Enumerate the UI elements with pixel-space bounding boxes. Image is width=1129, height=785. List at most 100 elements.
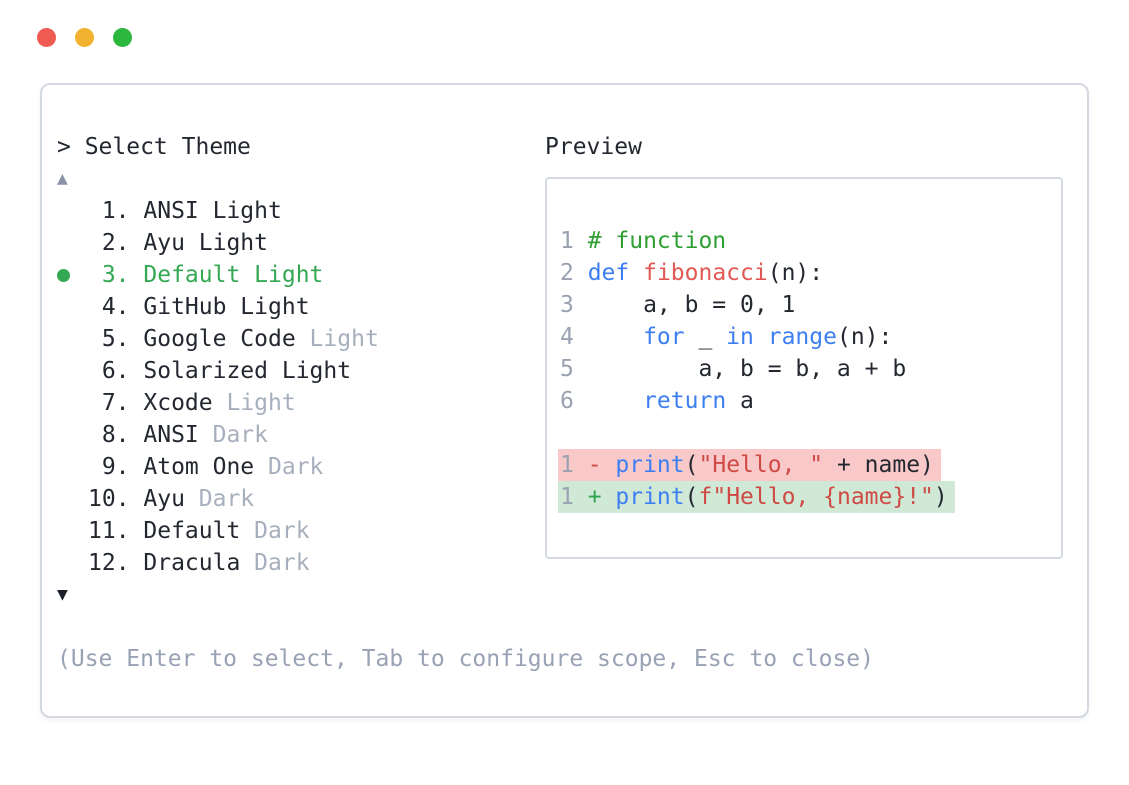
code-line-content (558, 417, 595, 449)
screen: > Select Theme ▲ 1.ANSI Light 2. Ayu Light… (0, 28, 1129, 718)
code-token-keyword: def (587, 260, 630, 286)
code-token-plain (754, 321, 768, 353)
code-line: 3 a, b = 0, 1 (560, 289, 1061, 321)
theme-item-number: 7. (101, 390, 130, 416)
theme-item-number: 3. (101, 262, 130, 288)
code-line-content: 4 for _ in range(n): (558, 321, 899, 353)
theme-list-item[interactable]: 5. Google Code Light (57, 323, 1087, 355)
line-number: 5 (560, 356, 574, 382)
theme-item-label: Xcode Light (143, 390, 296, 416)
code-token-plain: a, b = 0, 1 (587, 292, 796, 318)
theme-item-label: ANSI Dark (143, 422, 269, 448)
theme-list: 1.ANSI Light 2. Ayu Light 3. Default Light 4.… (57, 195, 1087, 579)
green-dot-icon (57, 268, 70, 282)
theme-list-item[interactable]: 10. Ayu Dark (57, 483, 1087, 515)
theme-selector-panel: > Select Theme ▲ 1.ANSI Light 2. Ayu Light… (40, 83, 1089, 718)
theme-item-number: 6. (101, 358, 130, 384)
theme-item-label: Default Light (143, 262, 324, 288)
code-line: 6 return a (560, 385, 1061, 417)
code-line: 5 a, b = b, a + b (560, 353, 1061, 385)
theme-list-item[interactable]: 11. Default Dark (57, 515, 1087, 547)
diff-del-line: 1- print("Hello, " + name) (558, 449, 941, 481)
theme-list-item[interactable]: 8. ANSI Dark (57, 419, 1087, 451)
code-token-plain: a (726, 388, 754, 414)
code-token-add: + (587, 484, 616, 510)
code-token-keyword: range (767, 324, 837, 350)
theme-item-label: Default Dark (143, 518, 310, 544)
theme-item-variant-label: Dark (240, 550, 310, 576)
line-number: 2 (560, 260, 574, 286)
code-token-comment: # function (587, 228, 727, 254)
code-line: 1 # function (560, 225, 1061, 257)
zoom-button-icon[interactable] (113, 28, 132, 47)
selected-dot-icon (57, 268, 88, 282)
code-line-content: 1 # function (558, 225, 733, 257)
minimize-button-icon[interactable] (75, 28, 94, 47)
theme-list-item[interactable]: 4. GitHub Light (57, 291, 1087, 323)
theme-item-label: Dracula Dark (143, 550, 310, 576)
code-token-string: f"Hello, {name}!" (698, 484, 934, 510)
theme-item-label: Ayu Dark (143, 486, 255, 512)
code-line-content: 3 a, b = 0, 1 (558, 289, 802, 321)
line-number: 4 (560, 324, 574, 350)
code-token-plain: (n): (767, 260, 824, 286)
close-button-icon[interactable] (37, 28, 56, 47)
code-token-keyword: return (643, 388, 727, 414)
theme-list-item[interactable]: 3. Default Light (57, 259, 1087, 291)
triangle-up-icon: ▲ (57, 168, 68, 189)
theme-item-variant-label: Dark (184, 486, 255, 512)
line-number: 6 (560, 388, 574, 414)
preview-title: Preview (545, 134, 642, 160)
theme-list-item[interactable]: 2. Ayu Light (57, 227, 1087, 259)
code-token-plain: (n): (836, 324, 893, 350)
code-line: 1- print("Hello, " + name) (558, 449, 1061, 481)
code-line: 4 for _ in range(n): (560, 321, 1061, 353)
theme-item-number: 12. (88, 550, 130, 576)
code-line: 1+ print(f"Hello, {name}!") (558, 481, 1061, 513)
code-token-keyword: for (643, 324, 685, 350)
code-token-plain: _ (684, 324, 727, 350)
theme-item-label: Ayu Light (143, 230, 268, 256)
theme-list-item[interactable]: 12. Dracula Dark (57, 547, 1087, 579)
theme-item-label: GitHub Light (143, 294, 310, 320)
theme-item-variant-label: Dark (240, 518, 310, 544)
theme-list-column: > Select Theme ▲ 1.ANSI Light 2. Ayu Light… (42, 85, 1087, 675)
code-token-plain: a, b = b, a + b (587, 356, 907, 382)
code-line (560, 417, 1061, 449)
theme-item-number: 2. (101, 230, 130, 256)
triangle-down-icon: ▼ (57, 584, 68, 605)
code-token-string: "Hello, " (698, 452, 824, 478)
code-line-content: 5 a, b = b, a + b (558, 353, 913, 385)
theme-item-number: 11. (88, 518, 130, 544)
code-token-plain (629, 257, 643, 289)
theme-list-item[interactable]: 1.ANSI Light (57, 195, 1087, 227)
code-token-plain (588, 385, 643, 417)
theme-item-variant-label: Dark (198, 422, 269, 448)
code-token-plain (588, 321, 643, 353)
theme-item-number: 10. (88, 486, 130, 512)
theme-item-number: 8. (101, 422, 130, 448)
window-controls (37, 28, 1129, 47)
select-theme-prompt: > Select Theme (57, 131, 1087, 163)
theme-item-label: Google Code Light (143, 326, 379, 352)
theme-list-item[interactable]: 7. Xcode Light (57, 387, 1087, 419)
line-number: 3 (560, 292, 574, 318)
code-token-plain: + name) (823, 452, 934, 478)
diff-add-line: 1+ print(f"Hello, {name}!") (558, 481, 955, 513)
theme-item-number: 4. (101, 294, 130, 320)
theme-item-variant-label: Light (295, 326, 379, 352)
line-number: 1 (560, 228, 574, 254)
theme-item-number: 5. (101, 326, 130, 352)
prompt-text: > Select Theme (57, 134, 251, 160)
theme-item-label: Solarized Light (143, 358, 352, 384)
line-number: 1 (560, 484, 574, 510)
line-number: 1 (560, 452, 574, 478)
scroll-up-indicator[interactable]: ▲ (57, 163, 1087, 195)
code-token-keyword: in (726, 324, 754, 350)
theme-list-item[interactable]: 6. Solarized Light (57, 355, 1087, 387)
theme-list-item[interactable]: 9.Atom One Dark (57, 451, 1087, 483)
scroll-down-indicator[interactable]: ▼ (57, 579, 1087, 611)
